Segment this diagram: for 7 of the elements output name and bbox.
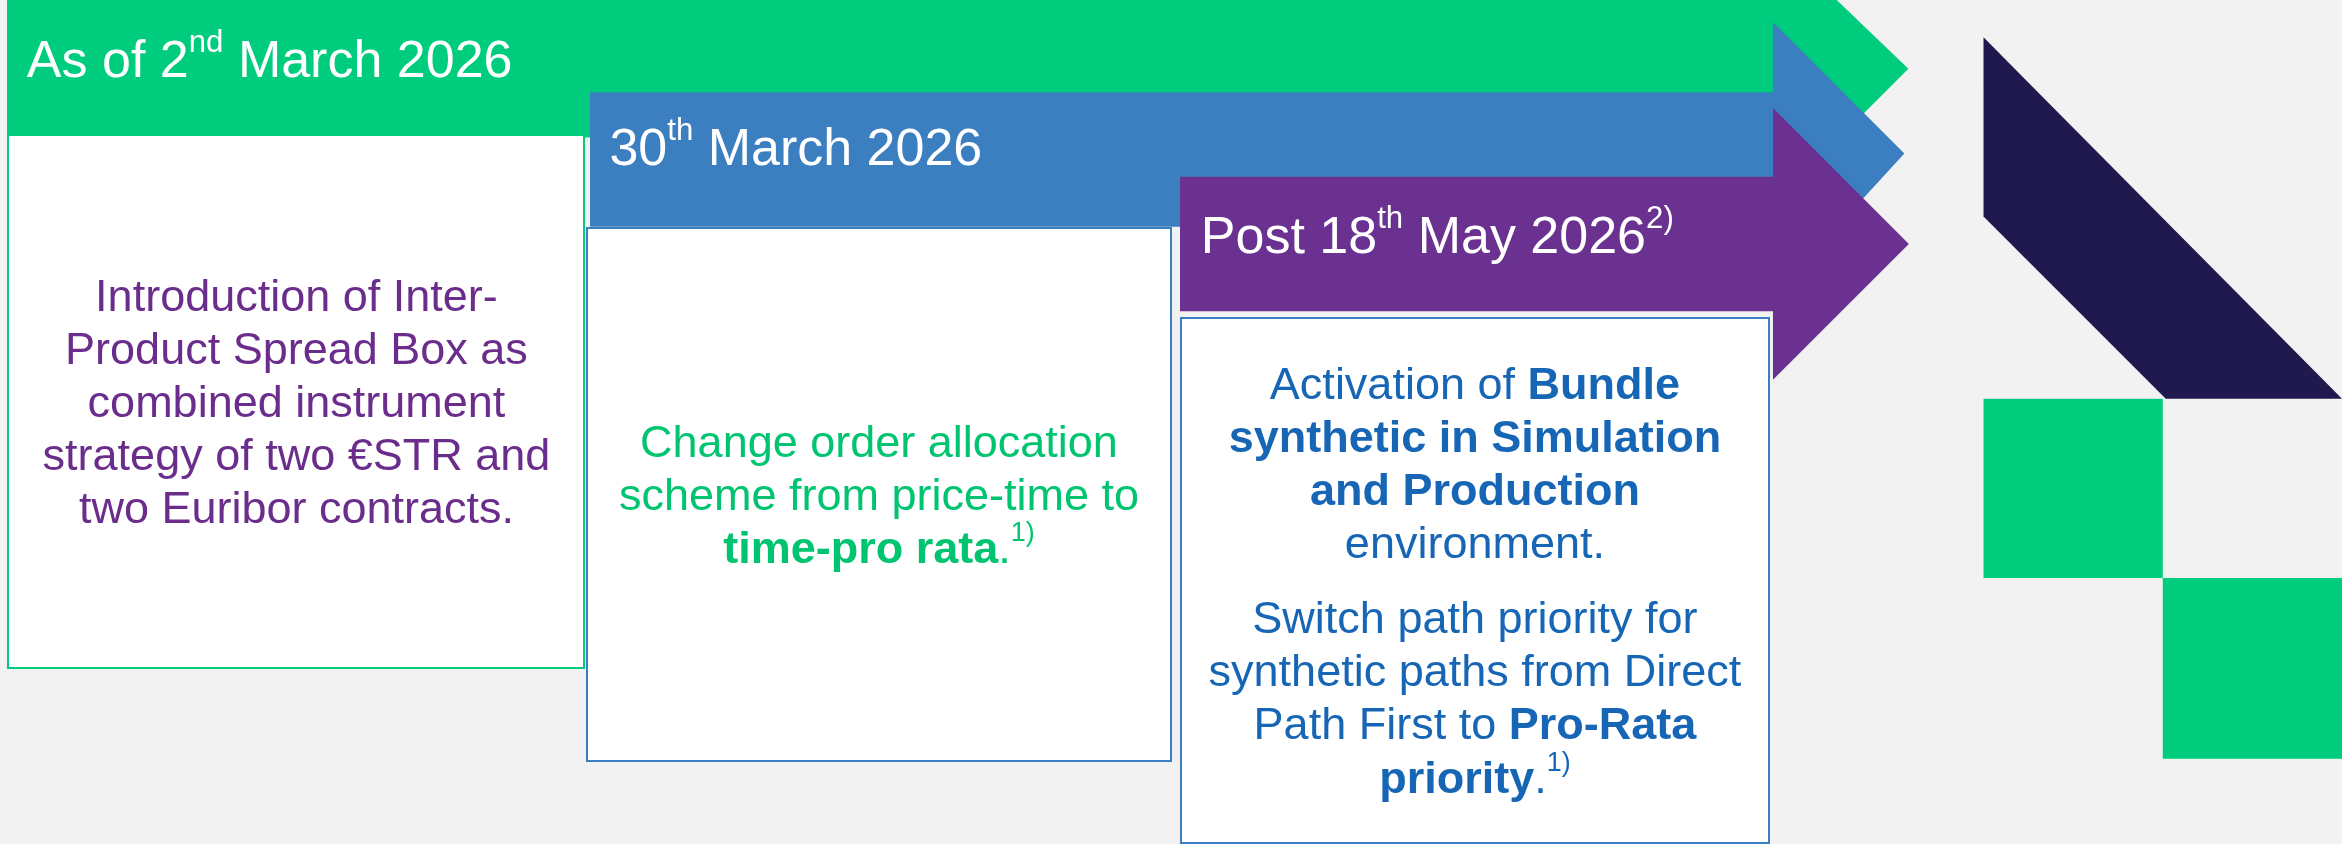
milestone-description: Change order allocation scheme from price-time to time-pro rata.$^{1)}$ (617, 414, 1141, 574)
milestone-card (1179, 316, 1770, 844)
milestone-description: Introduction of Inter-Product Spread Box as combined instrument strategy of two €STR and two Euribor contracts. (41, 269, 552, 535)
milestone-card (7, 134, 586, 670)
milestone-description: Activation of Bundle synthetic in Simulation and Production environment. (1227, 356, 1723, 570)
milestone-card (585, 227, 1173, 762)
milestone-description: Switch path priority for synthetic paths from Direct Path First to Pro-Rata priority.$^{1)}$ (1207, 591, 1743, 804)
